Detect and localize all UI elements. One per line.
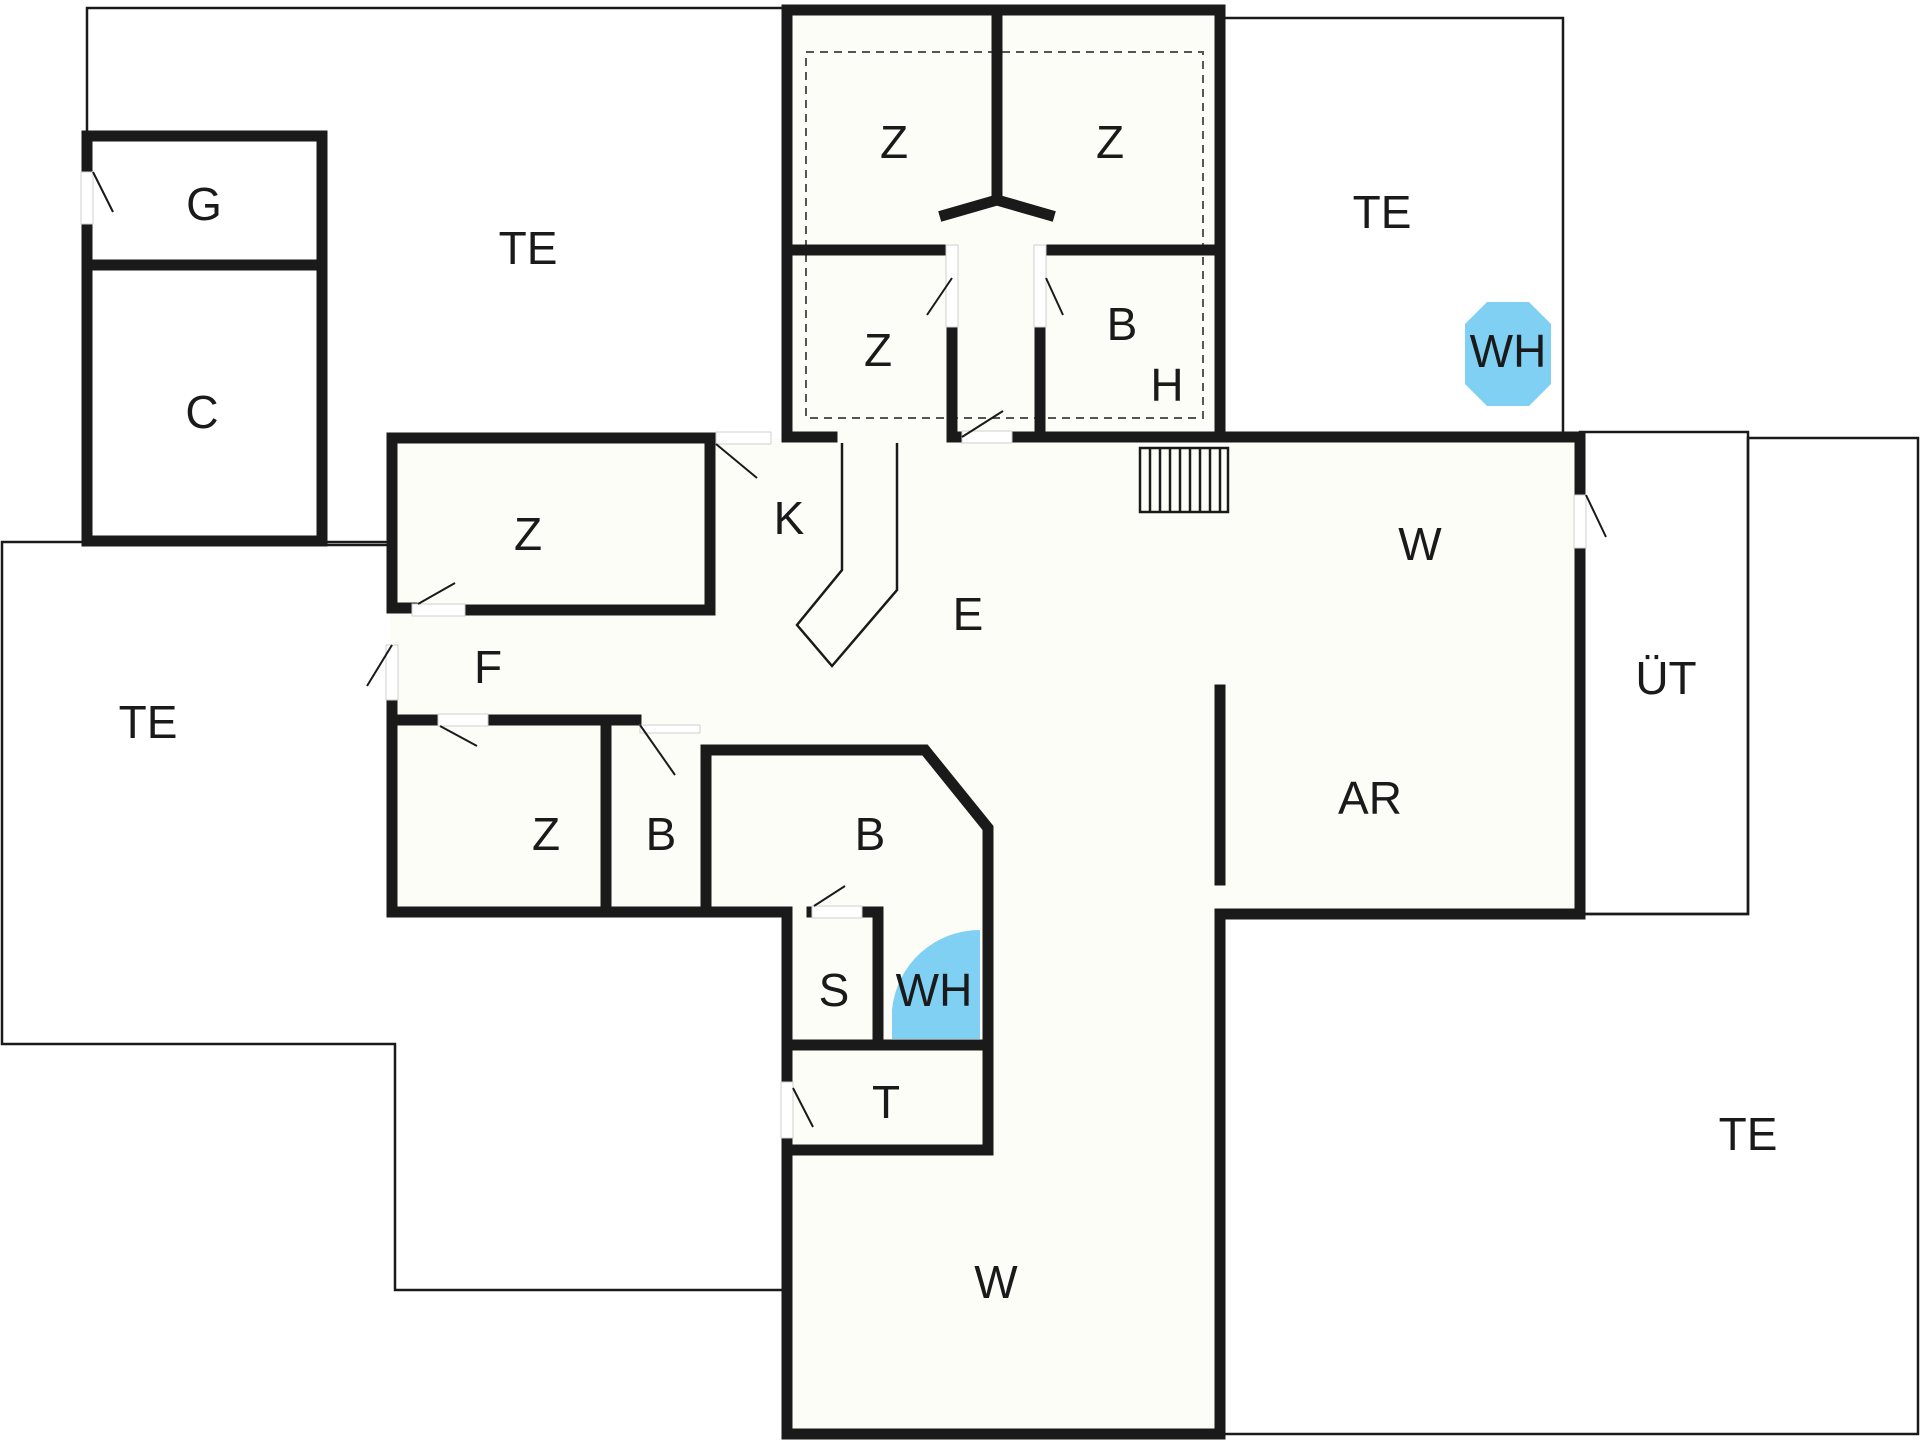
label-z-left: Z	[514, 508, 542, 560]
room-labels: TE TE TE TE G C Z Z Z B H WH K Z E W F Ü…	[119, 116, 1778, 1308]
label-z-mid: Z	[864, 324, 892, 376]
kitchen-counter	[795, 443, 899, 668]
doors	[80, 171, 1607, 1139]
outer-areas	[0, 6, 1920, 1436]
label-w-bottom: W	[974, 1256, 1018, 1308]
label-z-lower: Z	[532, 808, 560, 860]
label-te-top-right: TE	[1353, 186, 1412, 238]
hot-tub-quarter	[892, 929, 980, 1039]
label-f: F	[474, 641, 502, 693]
label-g: G	[186, 178, 222, 230]
hot-tub-octagon	[1465, 302, 1551, 406]
label-k: K	[774, 492, 805, 544]
label-t: T	[872, 1076, 900, 1128]
label-e: E	[953, 588, 984, 640]
label-ut: ÜT	[1635, 652, 1696, 704]
walls	[81, 4, 1586, 1440]
dashed-outline	[805, 51, 1204, 419]
label-wh-quarter: WH	[896, 964, 973, 1016]
label-w-right: W	[1398, 518, 1442, 570]
label-z-top-left: Z	[880, 116, 908, 168]
label-b-small: B	[646, 808, 677, 860]
label-wh-octagon: WH	[1470, 325, 1547, 377]
label-c: C	[185, 386, 218, 438]
label-b-large: B	[855, 808, 886, 860]
label-te-left: TE	[119, 696, 178, 748]
stairs	[1138, 446, 1230, 514]
label-ar: AR	[1338, 772, 1402, 824]
label-b-top: B	[1107, 298, 1138, 350]
label-s: S	[819, 964, 850, 1016]
label-te-top: TE	[499, 222, 558, 274]
label-te-bottom-right: TE	[1719, 1108, 1778, 1160]
label-h: H	[1150, 359, 1183, 411]
label-z-top-right: Z	[1096, 116, 1124, 168]
